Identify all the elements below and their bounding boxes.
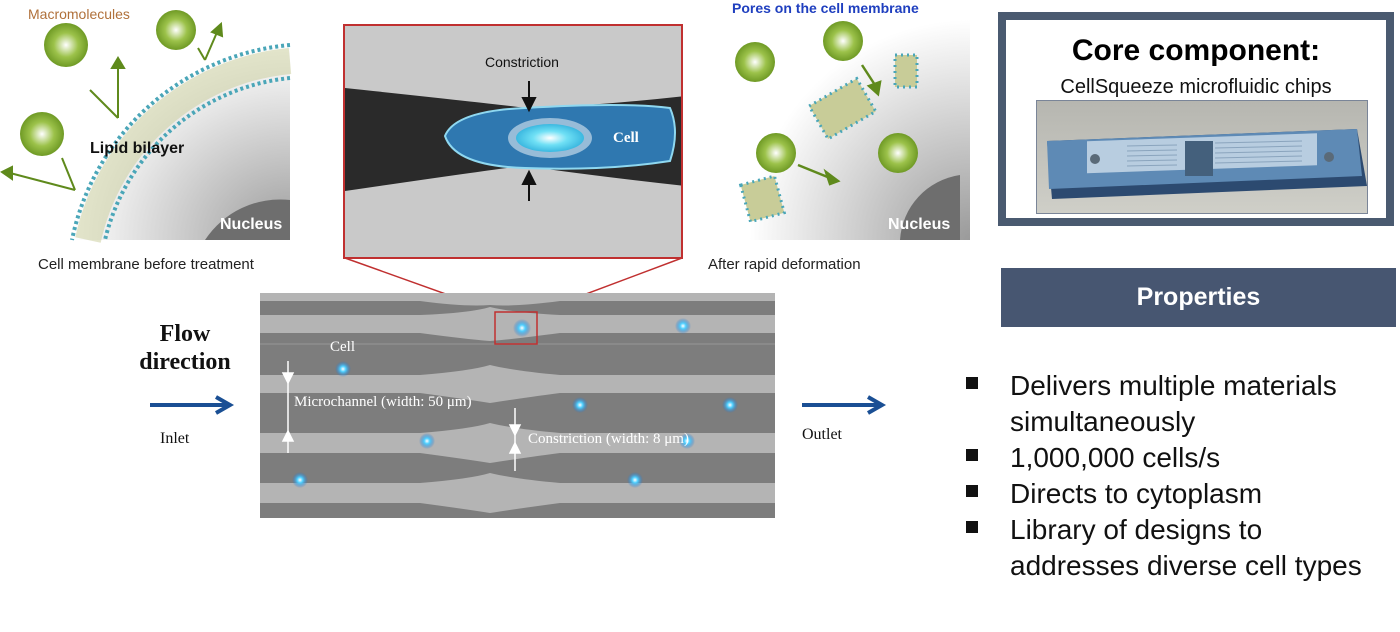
constriction-label: Constriction <box>485 54 559 70</box>
macromolecule <box>20 112 64 156</box>
membrane-before-panel: Macromolecules Lipid bilayer Nucleus <box>0 0 300 250</box>
properties-header: Properties <box>1001 268 1396 327</box>
inlet-label: Inlet <box>160 430 190 447</box>
flow-direction-title: Flow direction <box>139 321 231 375</box>
macromolecule <box>44 23 88 67</box>
macromolecule <box>735 42 775 82</box>
nucleus-shape <box>205 199 290 240</box>
microfluidic-chip-image <box>1047 129 1367 199</box>
outlet-label: Outlet <box>802 426 842 443</box>
membrane-after-panel: Pores on the cell membrane Nucleus <box>720 0 970 250</box>
property-item: Directs to cytoplasm <box>962 476 1392 512</box>
inlet-arrow-icon <box>150 395 235 415</box>
pores-label: Pores on the cell membrane <box>732 0 919 16</box>
after-caption: After rapid deformation <box>708 256 861 273</box>
outlet-arrow-icon <box>802 395 887 415</box>
chip-photo <box>1036 100 1368 214</box>
constriction-width-label: Constriction (width: 8 μm) <box>528 431 689 447</box>
properties-list: Delivers multiple materials simultaneous… <box>962 368 1392 584</box>
core-component-box: Core component: CellSqueeze microfluidic… <box>998 12 1394 226</box>
cell-label: Cell <box>330 339 355 355</box>
property-item: Delivers multiple materials simultaneous… <box>962 368 1392 440</box>
membrane-fragment <box>738 53 919 224</box>
dimension-markers <box>281 361 522 471</box>
nucleus-label: Nucleus <box>220 216 283 233</box>
macromolecules-label: Macromolecules <box>28 6 130 22</box>
macromolecule <box>756 133 796 173</box>
lipid-bilayer-label: Lipid bilayer <box>90 140 185 157</box>
lipid-tails <box>75 48 292 243</box>
square-bullet-icon <box>966 377 978 389</box>
before-caption: Cell membrane before treatment <box>38 256 254 273</box>
nucleus-label: Nucleus <box>888 216 951 233</box>
macromolecule <box>878 133 918 173</box>
macromolecule <box>823 21 863 61</box>
microchannel-width-label: Microchannel (width: 50 μm) <box>294 394 472 410</box>
property-item: 1,000,000 cells/s <box>962 440 1392 476</box>
zoom-region-box <box>494 311 538 345</box>
cell-body <box>72 45 290 240</box>
constriction-zoom-panel: Constriction Cell <box>343 24 683 259</box>
cell-label: Cell <box>613 130 639 146</box>
square-bullet-icon <box>966 449 978 461</box>
property-item: Library of designs to addresses diverse … <box>962 512 1392 584</box>
outer-leaflet <box>70 43 291 241</box>
microchannel-micrograph: Cell Microchannel (width: 50 μm) Constri… <box>260 293 775 518</box>
core-component-title: Core component: <box>1071 34 1321 67</box>
constriction-illustration <box>345 81 681 201</box>
square-bullet-icon <box>966 485 978 497</box>
cell-nucleus <box>516 124 584 152</box>
square-bullet-icon <box>966 521 978 533</box>
macromolecule <box>156 10 196 50</box>
pores-illustration <box>735 20 970 240</box>
nucleus-shape <box>900 175 960 240</box>
membrane-illustration <box>0 10 292 243</box>
microchannel-array <box>260 293 775 518</box>
cell-dots <box>292 318 738 488</box>
core-component-subtitle: CellSqueeze microfluidic chips <box>1060 76 1332 98</box>
